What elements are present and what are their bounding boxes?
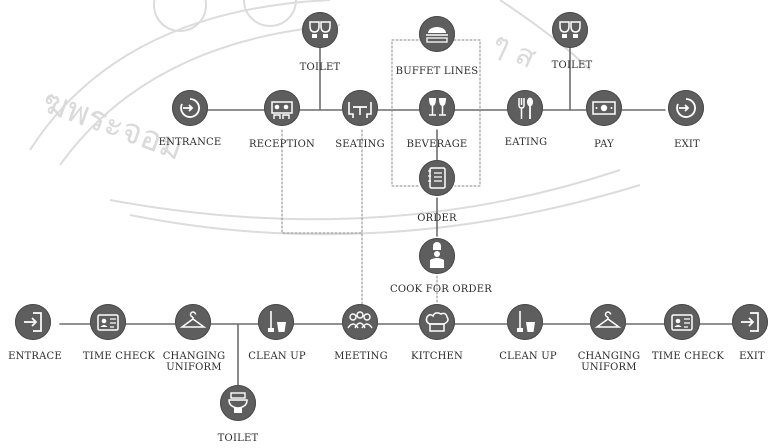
buffet-lines-label: BUFFET LINES (395, 66, 479, 77)
cook-for-order-label: COOK FOR ORDER (390, 284, 492, 295)
mop-bucket-icon (517, 311, 535, 332)
meeting-label: MEETING (334, 351, 388, 362)
toilet-label-1: TOILET (299, 62, 341, 73)
toilet-icon (559, 21, 581, 38)
mop-bucket-icon (268, 311, 286, 332)
staff-entrace-label: ENTRACE (8, 351, 62, 362)
kitchen-node (419, 304, 455, 340)
staff-toilet-node (220, 385, 256, 421)
notepad-icon (428, 167, 446, 189)
enter-arrow-icon (24, 312, 42, 332)
entrance-label: ENTRANCE (158, 137, 222, 148)
circle-arrow-icon (676, 98, 696, 118)
changing-uniform-node-1 (175, 304, 211, 340)
wine-glasses-icon (429, 98, 446, 116)
buffet-lines-node (419, 16, 455, 52)
beverage-label: BEVERAGE (406, 139, 468, 150)
id-card-icon (671, 314, 693, 331)
eating-label: EATING (504, 137, 548, 148)
changing-uniform-line-1a: CHANGING (162, 351, 226, 362)
staff-entrace-node (15, 304, 51, 340)
clean-up-node-1 (258, 304, 294, 340)
kitchen-label: KITCHEN (411, 351, 463, 362)
table-chairs-icon (348, 102, 372, 118)
meeting-node (342, 304, 378, 340)
circle-arrow-icon (180, 98, 200, 118)
beverage-node (419, 90, 455, 126)
changing-uniform-line-2a: CHANGING (577, 351, 641, 362)
eating-node (507, 90, 543, 126)
time-check-label-2: TIME CHECK (651, 351, 725, 362)
pay-node (586, 90, 622, 126)
fork-spoon-icon (518, 97, 533, 119)
changing-uniform-node-2 (590, 304, 626, 340)
changing-uniform-label-2: CHANGING UNIFORM (578, 351, 641, 373)
order-label: ORDER (417, 213, 457, 224)
seating-label: SEATING (335, 139, 385, 150)
toilet-icon (228, 392, 248, 413)
time-check-node-1 (90, 304, 126, 340)
time-check-node-2 (664, 304, 700, 340)
exit-label: EXIT (674, 139, 700, 150)
hanger-icon (179, 311, 207, 328)
changing-uniform-line-1b: UNIFORM (166, 362, 222, 373)
clean-up-label-2: CLEAN UP (499, 351, 557, 362)
group-icon (347, 311, 373, 329)
hanger-icon (594, 311, 622, 328)
changing-uniform-label-1: CHANGING UNIFORM (163, 351, 226, 373)
exit-arrow-icon (741, 312, 759, 332)
staff-exit-label: EXIT (739, 351, 765, 362)
changing-uniform-line-2b: UNIFORM (581, 362, 637, 373)
seating-node (342, 90, 378, 126)
toilet-node-1 (302, 12, 338, 48)
reception-label: RECEPTION (249, 139, 315, 150)
exit-node (668, 90, 704, 126)
staff-exit-node (732, 304, 768, 340)
order-node (419, 160, 455, 196)
id-card-icon (97, 314, 119, 331)
staff-toilet-label: TOILET (217, 433, 259, 444)
buffet-icon (426, 27, 448, 43)
toilet-icon (309, 21, 331, 38)
clean-up-node-2 (507, 304, 543, 340)
toilet-label-2: TOILET (551, 60, 593, 71)
cash-icon (592, 101, 616, 115)
time-check-label-1: TIME CHECK (82, 351, 156, 362)
reception-desk-icon (271, 101, 293, 119)
pay-label: PAY (594, 139, 614, 150)
entrance-node (172, 90, 208, 126)
clean-up-label-1: CLEAN UP (248, 351, 306, 362)
chef-cooking-icon (430, 242, 444, 268)
toilet-node-2 (552, 12, 588, 48)
chef-hat-icon (425, 312, 449, 332)
reception-node (264, 90, 300, 126)
cook-for-order-node (419, 238, 455, 274)
